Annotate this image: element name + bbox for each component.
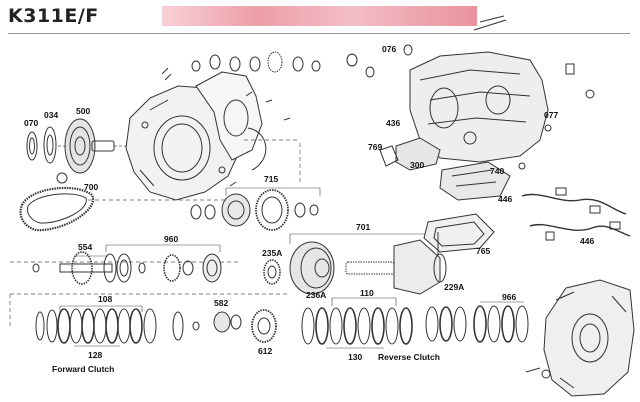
part-235A-bearing — [263, 259, 281, 285]
label-034: 034 — [44, 110, 58, 120]
label-076: 076 — [382, 44, 396, 54]
label-446-a: 446 — [498, 194, 512, 204]
label-077: 077 — [544, 110, 558, 120]
part-108-clutch-pack — [35, 308, 200, 344]
redacted-watermark — [162, 6, 477, 26]
deflector-plate — [247, 127, 267, 171]
label-235A: 235A — [262, 248, 282, 258]
label-110: 110 — [360, 288, 374, 298]
right-small-parts — [346, 15, 595, 256]
label-960: 960 — [164, 234, 178, 244]
part-582-hub — [213, 311, 242, 333]
valve-body-300 — [395, 137, 441, 171]
transaxle-housing-left — [125, 85, 241, 201]
label-740: 740 — [490, 166, 504, 176]
part-960-bearing-set — [103, 253, 222, 283]
label-446-b: 446 — [580, 236, 594, 246]
label-070: 070 — [24, 118, 38, 128]
label-236A: 236A — [306, 290, 326, 300]
diagram-title: K311E/F — [8, 5, 99, 27]
top-gear-row — [191, 51, 321, 73]
part-740-valve-body — [439, 161, 511, 201]
bolts-left — [161, 67, 291, 187]
label-582: 582 — [214, 298, 228, 308]
part-446-wiring-harness — [521, 187, 631, 241]
title-divider — [8, 33, 630, 34]
label-128: 128 — [88, 350, 102, 360]
part-554-gear-shaft — [32, 251, 113, 285]
label-715: 715 — [264, 174, 278, 184]
label-765: 765 — [476, 246, 490, 256]
transmission-case — [409, 51, 549, 163]
part-070-washer — [26, 131, 38, 161]
label-554: 554 — [78, 242, 92, 252]
label-229A: 229A — [444, 282, 464, 292]
part-715-differential — [190, 189, 319, 231]
part-130-clutch-pack — [301, 307, 413, 345]
label-500: 500 — [76, 106, 90, 116]
caption-reverse-clutch: Reverse Clutch — [378, 352, 440, 362]
housing-cover — [195, 71, 263, 161]
label-966: 966 — [502, 292, 516, 302]
label-701: 701 — [356, 222, 370, 232]
label-769: 769 — [368, 142, 382, 152]
part-966-clutch-pack — [425, 305, 529, 343]
caption-forward-clutch: Forward Clutch — [52, 364, 114, 374]
part-701-shaft — [345, 239, 447, 295]
part-765-oil-pan — [423, 213, 495, 253]
part-236A-drum — [289, 241, 335, 295]
part-700-chain — [19, 186, 95, 232]
label-436: 436 — [386, 118, 400, 128]
label-612: 612 — [258, 346, 272, 356]
part-500-oil-pump — [64, 118, 115, 174]
label-300: 300 — [410, 160, 424, 170]
label-130: 130 — [348, 352, 362, 362]
part-034-seal — [43, 126, 57, 164]
label-108: 108 — [98, 294, 112, 304]
transmission-case-rear — [525, 279, 635, 397]
part-612-gear — [251, 309, 277, 343]
label-700: 700 — [84, 182, 98, 192]
